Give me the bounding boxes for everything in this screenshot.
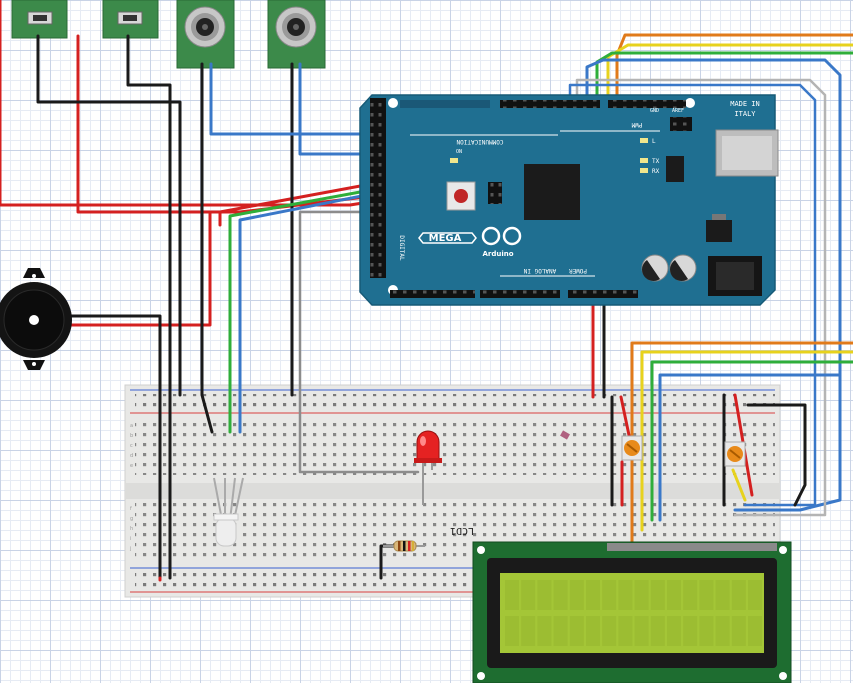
lcd-character-cell <box>715 580 730 610</box>
lcd-character-cell <box>553 580 568 610</box>
black-wire-buzzer <box>58 314 162 580</box>
lcd-character-cell <box>553 616 568 646</box>
breadboard-row-label: d <box>130 453 133 459</box>
yellow-wire-pot2 <box>731 468 747 502</box>
lcd-character-cell <box>505 616 519 646</box>
lcd-character-cell <box>731 580 746 610</box>
potentiometer-1 <box>621 435 643 461</box>
red-led <box>414 430 442 505</box>
lcd-character-cell <box>602 580 617 610</box>
yellow-wire-lcd-low <box>640 350 853 532</box>
small-capacitor <box>560 430 570 440</box>
lcd-character-cell <box>521 616 536 646</box>
arduino-mega-board: MEGA Arduino MADE IN ITALY COMMUNICATION… <box>359 94 779 306</box>
digital-label: DIGITAL <box>398 235 405 261</box>
orange-wire-lcd-low <box>630 341 853 547</box>
lcd-character-cell <box>667 616 681 646</box>
lcd-character-cell <box>537 580 552 610</box>
arduino-infinity-icon <box>481 226 522 246</box>
ir-sensor-module-2 <box>267 0 326 69</box>
lcd-character-cell <box>650 616 665 646</box>
black-wire-button1 <box>36 34 182 397</box>
green-wire-lcd <box>595 51 853 106</box>
pwm-label: PWM <box>631 121 642 128</box>
red-wire-ir <box>218 180 384 227</box>
lcd-character-cell <box>569 616 584 646</box>
communication-label: COMMUNICATION <box>456 138 503 145</box>
board-brand-label: Arduino <box>482 250 513 258</box>
breadboard-row-label: a <box>130 423 133 429</box>
lcd-character-cell <box>634 580 649 610</box>
resistor <box>383 540 425 552</box>
lcd-label: LCD1 <box>450 525 474 536</box>
breadboard-row-label: j <box>129 546 131 552</box>
breadboard-row-label: h <box>130 526 133 532</box>
aref-label: AREF <box>672 108 684 114</box>
l-led-label: L <box>652 138 656 145</box>
red-wire-button2 <box>76 34 384 214</box>
ir-sensor-module-1 <box>176 0 235 69</box>
wires <box>0 0 853 582</box>
rx-label: RX <box>652 168 660 175</box>
breadboard-row-label: i <box>130 536 131 542</box>
blue-wire-ir1 <box>209 62 384 136</box>
lcd-character-cell <box>569 580 584 610</box>
lcd-display <box>472 541 792 683</box>
breadboard-row-label: f <box>130 506 132 512</box>
black-wire-button2 <box>126 34 172 580</box>
lcd-character-cell <box>650 580 665 610</box>
lcd-character-cell <box>602 616 617 646</box>
breadboard-row-label: e <box>130 463 133 469</box>
analog-in-label: ANALOG IN <box>523 267 556 274</box>
green-wire-rgb <box>228 186 384 434</box>
black-wire-ir1 <box>200 62 214 434</box>
lcd-character-cell <box>683 616 698 646</box>
green-wire-lcd-low <box>650 360 853 522</box>
lcd-character-cell <box>505 580 519 610</box>
lcd-character-cell <box>748 616 762 646</box>
lcd-character-cell <box>618 616 633 646</box>
lcd-character-cell <box>699 616 714 646</box>
power-label: POWER <box>569 267 587 274</box>
black-wire-right-loop <box>746 403 807 507</box>
tx-label: TX <box>652 158 660 165</box>
board-model-label: MEGA <box>429 233 462 244</box>
lcd-character-cell <box>521 580 536 610</box>
breadboard-row-label: b <box>130 433 133 439</box>
lcd-character-cell <box>715 616 730 646</box>
gray-wire-led <box>298 210 420 474</box>
blue-wire-lcd <box>585 58 842 512</box>
lcd-character-cell <box>699 580 714 610</box>
lcd-character-cell <box>537 616 552 646</box>
blue-wire-ir2 <box>298 62 384 156</box>
pushbutton-module-1 <box>11 0 68 39</box>
rgb-led <box>213 477 244 547</box>
lcd-character-cell <box>683 580 698 610</box>
gnd-label: GND <box>650 108 659 114</box>
lcd-character-cell <box>618 580 633 610</box>
red-wire-buzzer <box>58 210 212 327</box>
breadboard-row-label: c <box>130 443 133 449</box>
potentiometer-2 <box>724 441 746 467</box>
blue-wire-lcd-low <box>658 373 842 522</box>
lcd-character-cell <box>586 580 600 610</box>
lcd-character-cell <box>586 616 600 646</box>
on-led-label: ON <box>456 149 462 155</box>
blue-wire-lcd-2 <box>568 83 817 507</box>
red-wire-pot1 <box>619 395 632 442</box>
lcd-character-cell <box>634 616 649 646</box>
made-in-country-label: ITALY <box>734 110 756 118</box>
made-in-label: MADE IN <box>730 100 760 108</box>
lcd-character-cell <box>731 616 746 646</box>
pushbutton-module-2 <box>102 0 159 39</box>
breadboard-row-label: g <box>130 516 133 522</box>
lcd-character-cell <box>748 580 762 610</box>
piezo-buzzer <box>0 268 72 370</box>
lcd-character-cell <box>667 580 681 610</box>
blue-wire-rgb <box>238 190 384 434</box>
